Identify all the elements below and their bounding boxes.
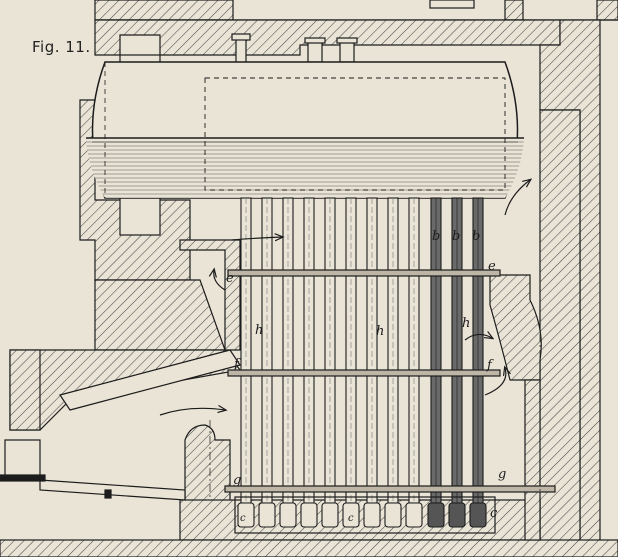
label-g-left: g [233,473,241,488]
tube-header-box [363,502,381,528]
tube-header-box [321,502,339,528]
tube-header-box [237,502,255,528]
label-c-mid: c [348,513,354,524]
tube-header-box [405,502,423,528]
tube-header-box [384,502,402,528]
grate [0,439,186,501]
baffle-plates [224,269,556,493]
tube-header-box [427,502,445,528]
label-f-left: f [233,357,241,372]
label-h-left: h [255,323,263,338]
tube-header-box [258,502,276,528]
label-b-3: b [472,229,480,244]
gas-flow-arrows [159,180,530,416]
tube-header-box [300,502,318,528]
tube-header-box [279,502,297,528]
label-c-right: c [490,506,498,521]
tube-header-box [469,502,487,528]
figure-caption: Fig. 11. [32,38,91,56]
label-f-right: f [486,358,494,373]
lower-header [234,496,496,534]
tube-header-box [342,502,360,528]
water-tubes [237,197,487,528]
label-e-left: e [226,271,234,286]
label-h-mid: h [376,324,384,339]
boiler-nozzles [231,33,358,64]
label-g-right: g [498,467,506,482]
label-b-2: b [452,229,460,244]
label-c-left: c [240,513,246,524]
tube-header-box [448,502,466,528]
label-b-1: b [432,229,440,244]
steam-drum [86,61,524,199]
label-e-right: e [488,259,496,274]
baffle-e [227,269,501,277]
part-labels: e e f f g g h h h b b b c c c [226,229,506,524]
baffle-g [224,485,556,493]
baffle-f [227,369,501,377]
center-lines [209,110,541,540]
label-h-right: h [462,316,470,331]
